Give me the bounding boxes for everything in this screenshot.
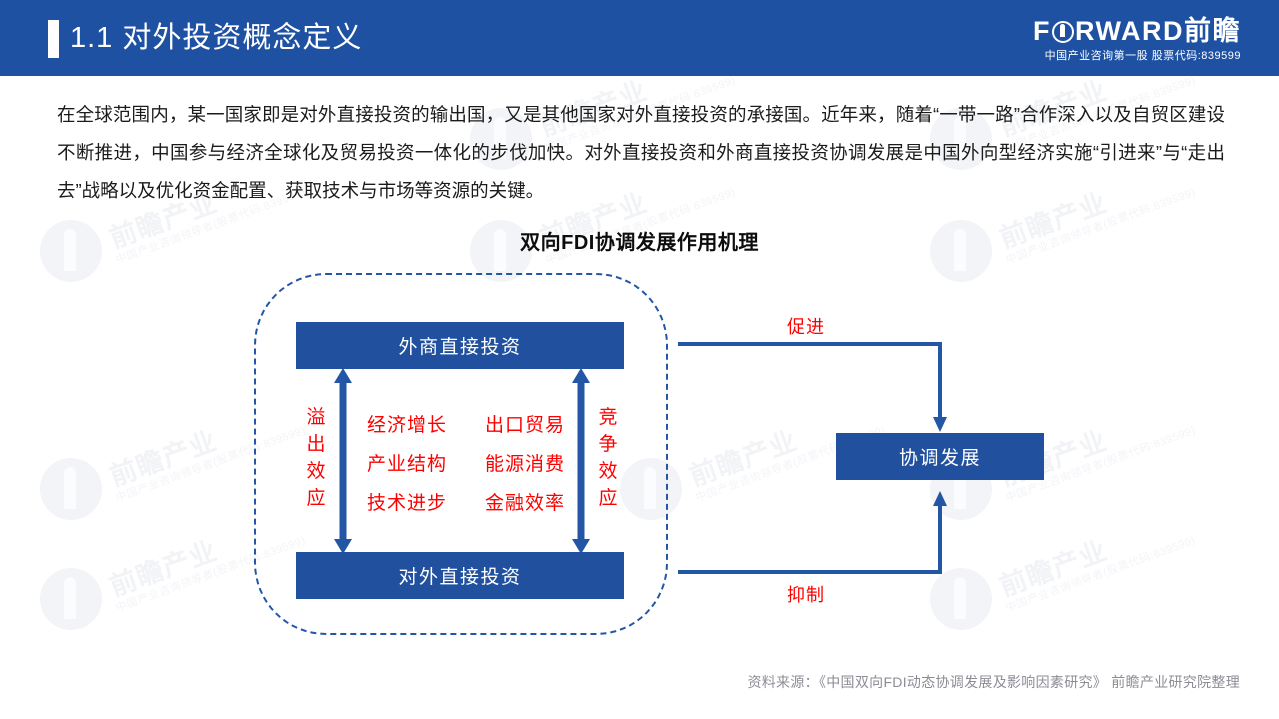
node-outward-fdi[interactable]: 对外直接投资 — [296, 552, 624, 599]
label-char: 效 — [306, 461, 326, 482]
brand-logo-wordmark: F RWARD前瞻 — [1033, 16, 1241, 46]
channel-item: 技术进步 — [366, 493, 447, 514]
flow-promote-connector — [678, 342, 947, 432]
node-inward-fdi[interactable]: 外商直接投资 — [296, 322, 624, 369]
label-char: 争 — [598, 434, 618, 455]
forward-o-icon — [1051, 21, 1074, 43]
diagram-title: 双向FDI协调发展作用机理 — [520, 232, 759, 254]
brand-logo-f: F — [1032, 16, 1051, 46]
label-spillover-effect: 溢 出 效 应 — [305, 404, 327, 512]
channel-item: 经济增长 — [366, 415, 447, 436]
label-inhibit: 抑制 — [787, 585, 825, 605]
channel-item: 产业结构 — [366, 454, 447, 475]
arrow-right-bidirectional — [572, 368, 590, 554]
label-char: 效 — [598, 461, 618, 482]
label-char: 竞 — [598, 407, 618, 428]
label-char: 应 — [306, 488, 326, 509]
dashed-boundary — [254, 273, 668, 635]
channel-column-2: 出口贸易 能源消费 金融效率 — [470, 406, 580, 523]
brand-logo: F RWARD前瞻 中国产业咨询第一股 股票代码:839599 — [1033, 16, 1241, 64]
channel-column-1: 经济增长 产业结构 技术进步 — [352, 406, 462, 523]
label-promote: 促进 — [787, 317, 825, 337]
title-accent-bar — [48, 20, 59, 58]
arrow-left-bidirectional — [334, 368, 352, 554]
brand-tagline: 中国产业咨询第一股 股票代码:839599 — [1044, 50, 1241, 62]
channel-item: 金融效率 — [484, 493, 565, 514]
label-competition-effect: 竞 争 效 应 — [597, 404, 619, 512]
node-coordinated-development[interactable]: 协调发展 — [836, 433, 1044, 480]
channel-item: 出口贸易 — [484, 415, 565, 436]
source-footnote: 资料来源：《中国双向FDI动态协调发展及影响因素研究》 前瞻产业研究院整理 — [747, 674, 1240, 690]
label-char: 出 — [306, 434, 326, 455]
flow-inhibit-connector — [678, 491, 947, 574]
channel-item: 能源消费 — [484, 454, 565, 475]
body-paragraph: 在全球范围内，某一国家即是对外直接投资的输出国，又是其他国家对外直接投资的承接国… — [57, 104, 1225, 201]
label-char: 应 — [598, 488, 618, 509]
brand-logo-rest: RWARD前瞻 — [1074, 16, 1241, 46]
page-title: 1.1 对外投资概念定义 — [70, 22, 363, 54]
header-band: 1.1 对外投资概念定义 F RWARD前瞻 中国产业咨询第一股 股票代码:839… — [0, 0, 1279, 76]
label-char: 溢 — [306, 407, 326, 428]
